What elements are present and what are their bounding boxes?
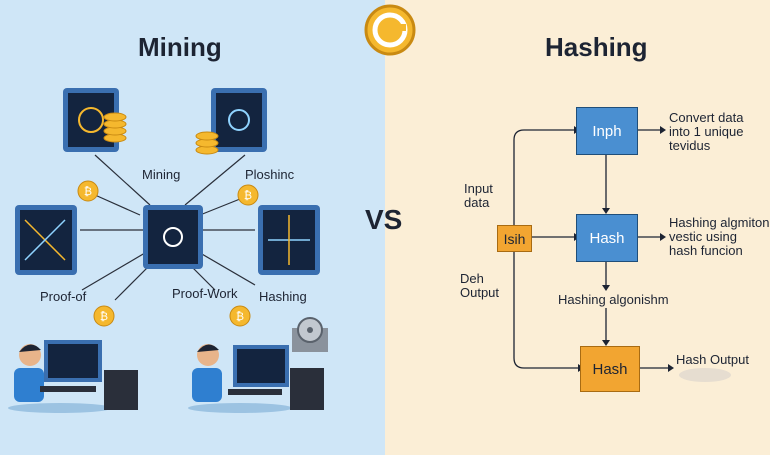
hashing-algonishm-label: Hashing algonishm — [558, 292, 669, 307]
svg-text:₿: ₿ — [100, 311, 108, 323]
server-tablet-icon — [211, 88, 267, 152]
svg-text:₿: ₿ — [244, 190, 252, 202]
vs-label: VS — [365, 204, 403, 235]
hashing-title: Hashing — [545, 32, 648, 62]
bitcoin-coin-icon: ₿ — [237, 184, 259, 206]
person-at-computer-icon — [188, 344, 324, 413]
label-proof-work: Proof-Work — [172, 286, 238, 301]
bitcoin-coin-icon: ₿ — [77, 180, 99, 202]
server-tablet-icon — [258, 205, 320, 275]
hash-box-middle: Hash — [576, 214, 638, 262]
label-hashing-left: Hashing — [259, 289, 307, 304]
mining-arrows — [80, 154, 256, 301]
label-ploshinc: Ploshinc — [245, 167, 295, 182]
inph-box: Inph — [576, 107, 638, 155]
logo-coin-icon — [364, 4, 416, 56]
hash-box-bottom: Hash — [580, 346, 640, 392]
input-data-label: Input data — [464, 181, 493, 210]
bitcoin-coin-icon: ₿ — [229, 305, 251, 327]
label-proof-of: Proof-of — [40, 289, 87, 304]
svg-text:₿: ₿ — [84, 186, 92, 198]
film-reel-icon — [292, 317, 328, 352]
coin-stack-icon — [103, 112, 219, 155]
deh-output-label: Deh Output — [460, 271, 500, 300]
hashing-flow-arrows — [513, 129, 668, 369]
isih-box: Isih — [497, 225, 532, 252]
mining-title: Mining — [138, 32, 222, 62]
hashing-algorithm-note: Hashing algmiton vestic using hash funci… — [669, 215, 770, 258]
bitcoin-coin-icon: ₿ — [93, 305, 115, 327]
person-at-computer-icon — [8, 340, 138, 413]
convert-data-note: Convert data into 1 unique tevidus — [669, 110, 744, 153]
hash-output-blob — [679, 368, 731, 382]
svg-text:₿: ₿ — [236, 311, 244, 323]
server-tablet-icon — [143, 205, 203, 269]
server-tablet-icon — [15, 205, 77, 275]
hash-output-label: Hash Output — [676, 352, 749, 367]
label-mining: Mining — [142, 167, 181, 182]
